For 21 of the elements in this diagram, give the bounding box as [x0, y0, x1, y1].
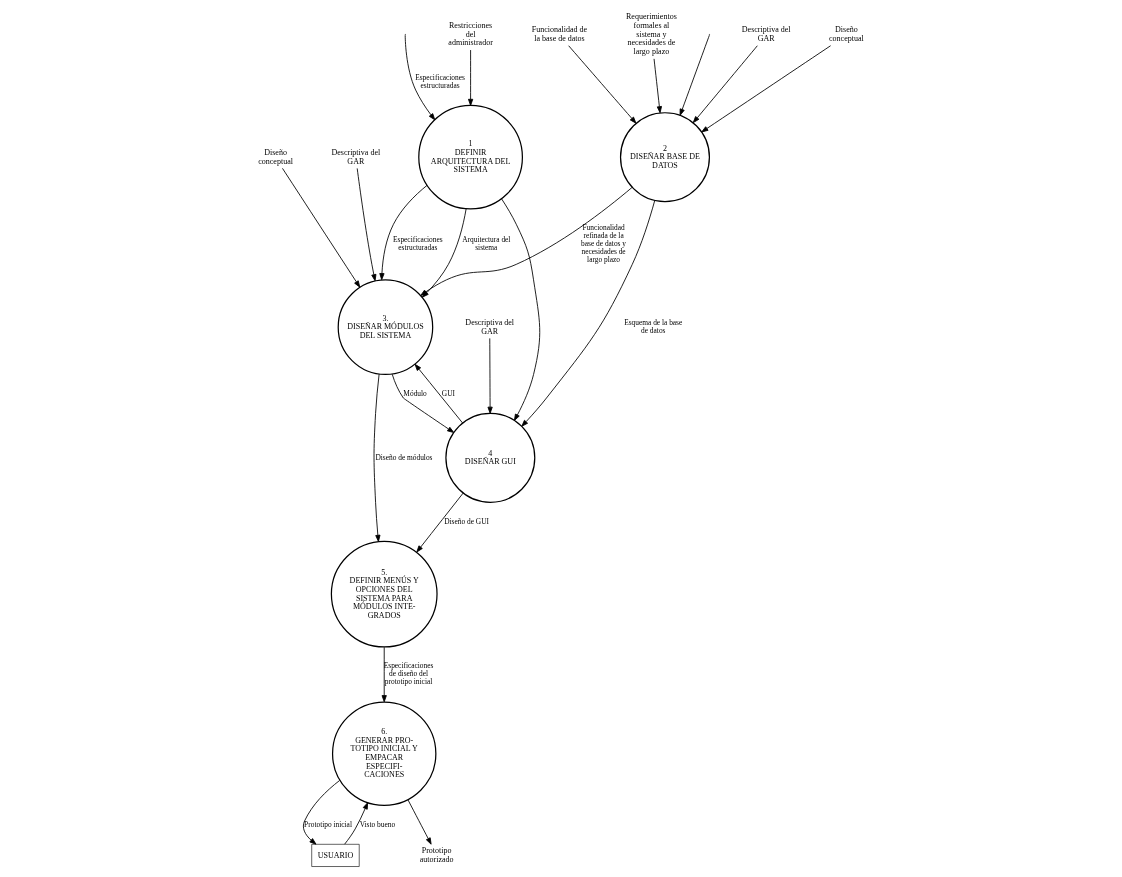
arrow	[379, 184, 428, 281]
arrow	[404, 34, 436, 121]
arrow	[501, 198, 541, 421]
arrow	[302, 780, 341, 845]
arrow	[679, 34, 710, 116]
arrow	[653, 58, 662, 114]
arrow	[692, 45, 758, 124]
arrow	[414, 363, 463, 424]
arrow	[391, 373, 455, 433]
arrow	[416, 492, 464, 553]
arrow	[356, 168, 377, 282]
arrow	[282, 167, 361, 288]
arrow	[701, 45, 832, 133]
arrow	[344, 802, 369, 845]
arrow	[407, 799, 432, 845]
arrow	[487, 337, 493, 414]
arrow	[468, 49, 474, 106]
arrow	[373, 373, 381, 542]
arrow	[521, 200, 656, 427]
arrow	[381, 646, 387, 703]
arrow	[568, 45, 637, 124]
